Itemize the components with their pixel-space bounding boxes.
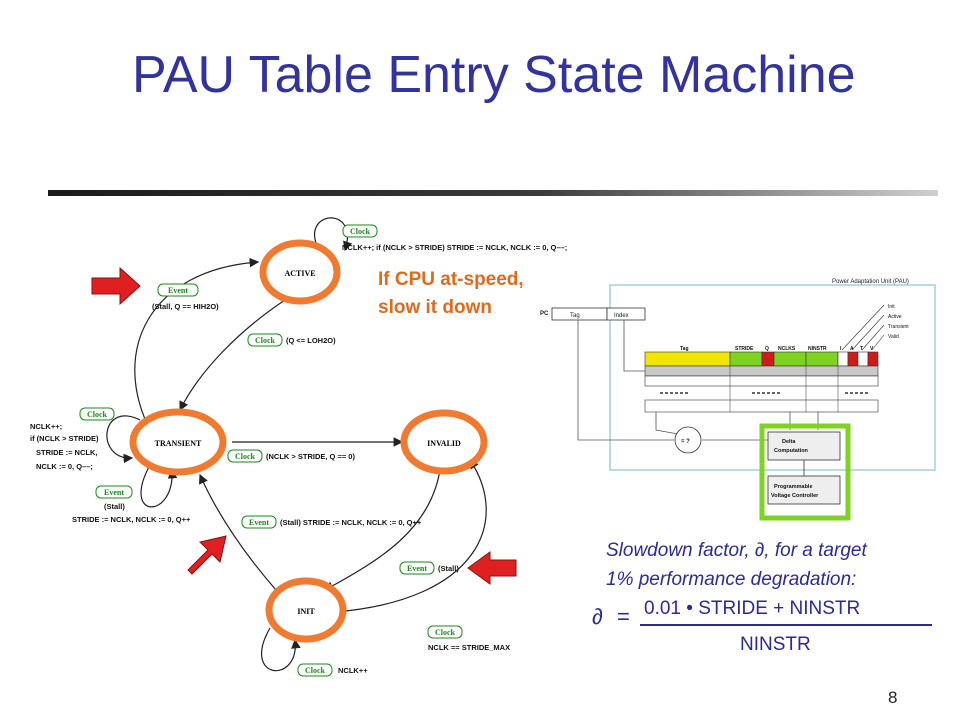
formula-equals: =	[617, 604, 630, 629]
svg-text:= ?: = ?	[681, 439, 690, 445]
label-transient-event-cond: (Stall)	[104, 502, 125, 511]
svg-text:ACTIVE: ACTIVE	[284, 269, 315, 278]
label-transient-action-2: if (NCLK > STRIDE)	[30, 434, 99, 443]
formula-caption-line-2: 1% performance degradation:	[606, 569, 857, 590]
svg-text:Programmable: Programmable	[774, 484, 813, 490]
red-arrow-icon	[91, 266, 141, 306]
slide-title: PAU Table Entry State Machine	[132, 46, 856, 104]
speed-note-line-1: If CPU at-speed,	[378, 269, 524, 290]
label-transient-action-3: STRIDE := NCLK,	[36, 448, 97, 457]
label-transient-event-action: STRIDE := NCLK, NCLK := 0, Q++	[72, 515, 191, 524]
red-arrow-icon	[467, 551, 517, 585]
label-clock-to-transient-cond: (Q <= LOH2O)	[286, 336, 336, 345]
svg-text:T: T	[860, 346, 863, 352]
formula-fraction-line	[640, 624, 932, 626]
label-clock-to-transient: Clock	[255, 336, 276, 345]
svg-text:A: A	[850, 346, 854, 352]
svg-text:Tag: Tag	[570, 313, 580, 319]
svg-text:Voltage Controller: Voltage Controller	[771, 493, 819, 499]
page-number: 8	[888, 688, 898, 707]
label-init-self-clock: Clock	[305, 666, 326, 675]
title-underline	[48, 190, 938, 196]
svg-text:Active: Active	[888, 314, 902, 320]
active-to-transient-edge	[179, 299, 286, 412]
formula-caption: Slowdown factor, ∂, for a target 1% perf…	[606, 536, 867, 594]
state-active: ACTIVE	[259, 239, 341, 305]
svg-text:TRANSIENT: TRANSIENT	[155, 439, 202, 448]
svg-text:PC: PC	[540, 311, 549, 317]
state-transient: TRANSIENT	[129, 408, 227, 476]
label-invalid-init-event: Event	[407, 564, 427, 573]
label-init-invalid-cond: NCLK == STRIDE_MAX	[428, 643, 510, 652]
label-transient-event: Event	[104, 488, 124, 497]
svg-text:Init: Init	[888, 304, 895, 310]
svg-text:NINSTR: NINSTR	[808, 346, 827, 352]
svg-text:V: V	[870, 346, 874, 352]
red-arrow-icon	[187, 535, 227, 575]
formula-denominator: NINSTR	[740, 634, 811, 655]
svg-text:I: I	[840, 346, 842, 352]
label-init-invalid-clock: Clock	[435, 628, 456, 637]
transient-self-loop-clock	[106, 415, 141, 464]
invalid-to-init-edge	[323, 469, 441, 591]
label-event-to-active-cond: (Stall, Q == HIH2O)	[152, 302, 219, 311]
label-init-transient-event: Event	[249, 518, 269, 527]
init-self-loop	[261, 627, 301, 672]
init-to-transient-edge	[199, 473, 277, 591]
svg-text:Delta: Delta	[782, 439, 796, 445]
pau-title: Power Adaptation Unit (PAU)	[832, 279, 909, 285]
svg-text:Tag: Tag	[680, 346, 689, 352]
pau-diagram: Power Adaptation Unit (PAU) PC Tag Index…	[540, 279, 936, 521]
formula-caption-line-1: Slowdown factor, ∂, for a target	[606, 540, 867, 561]
svg-text:Q: Q	[765, 346, 769, 352]
svg-text:Valid: Valid	[888, 334, 899, 340]
state-init: INIT	[265, 577, 347, 643]
transient-self-loop-event	[140, 464, 178, 508]
label-event-to-active: Event	[168, 286, 188, 295]
label-invalid-init-cond: (Stall)	[438, 564, 459, 573]
speed-note-line-2: slow it down	[378, 297, 492, 318]
svg-text:Computation: Computation	[774, 448, 809, 454]
label-init-transient-action: (Stall) STRIDE := NCLK, NCLK := 0, Q++	[280, 518, 422, 527]
formula-numerator: 0.01 • STRIDE + NINSTR	[644, 598, 861, 619]
label-active-clock: Clock	[350, 227, 371, 236]
init-to-invalid-edge	[334, 459, 487, 613]
state-invalid: INVALID	[400, 409, 488, 475]
formula-delta-symbol: ∂	[592, 604, 603, 629]
svg-text:INVALID: INVALID	[427, 439, 461, 448]
svg-text:STRIDE: STRIDE	[735, 346, 754, 352]
label-transient-invalid-cond: (NCLK > STRIDE, Q == 0)	[266, 452, 355, 461]
label-transient-action-1: NCLK++;	[30, 422, 62, 431]
transient-to-active-edge	[134, 257, 260, 431]
svg-text:Index: Index	[614, 313, 629, 319]
label-transient-clock: Clock	[87, 410, 108, 419]
label-transient-invalid-clock: Clock	[235, 452, 256, 461]
label-transient-action-4: NCLK := 0, Q––;	[36, 462, 93, 471]
svg-text:NCLKS: NCLKS	[778, 346, 796, 352]
pau-highlight-box	[759, 423, 851, 521]
label-init-self-action: NCLK++	[338, 666, 368, 675]
svg-text:Transient: Transient	[888, 324, 909, 330]
svg-text:INIT: INIT	[297, 607, 315, 616]
formula-lhs: ∂ =	[592, 604, 630, 630]
label-active-action: NCLK++; if (NCLK > STRIDE) STRIDE := NCL…	[342, 243, 567, 252]
speed-note: If CPU at-speed, slow it down	[378, 266, 524, 322]
